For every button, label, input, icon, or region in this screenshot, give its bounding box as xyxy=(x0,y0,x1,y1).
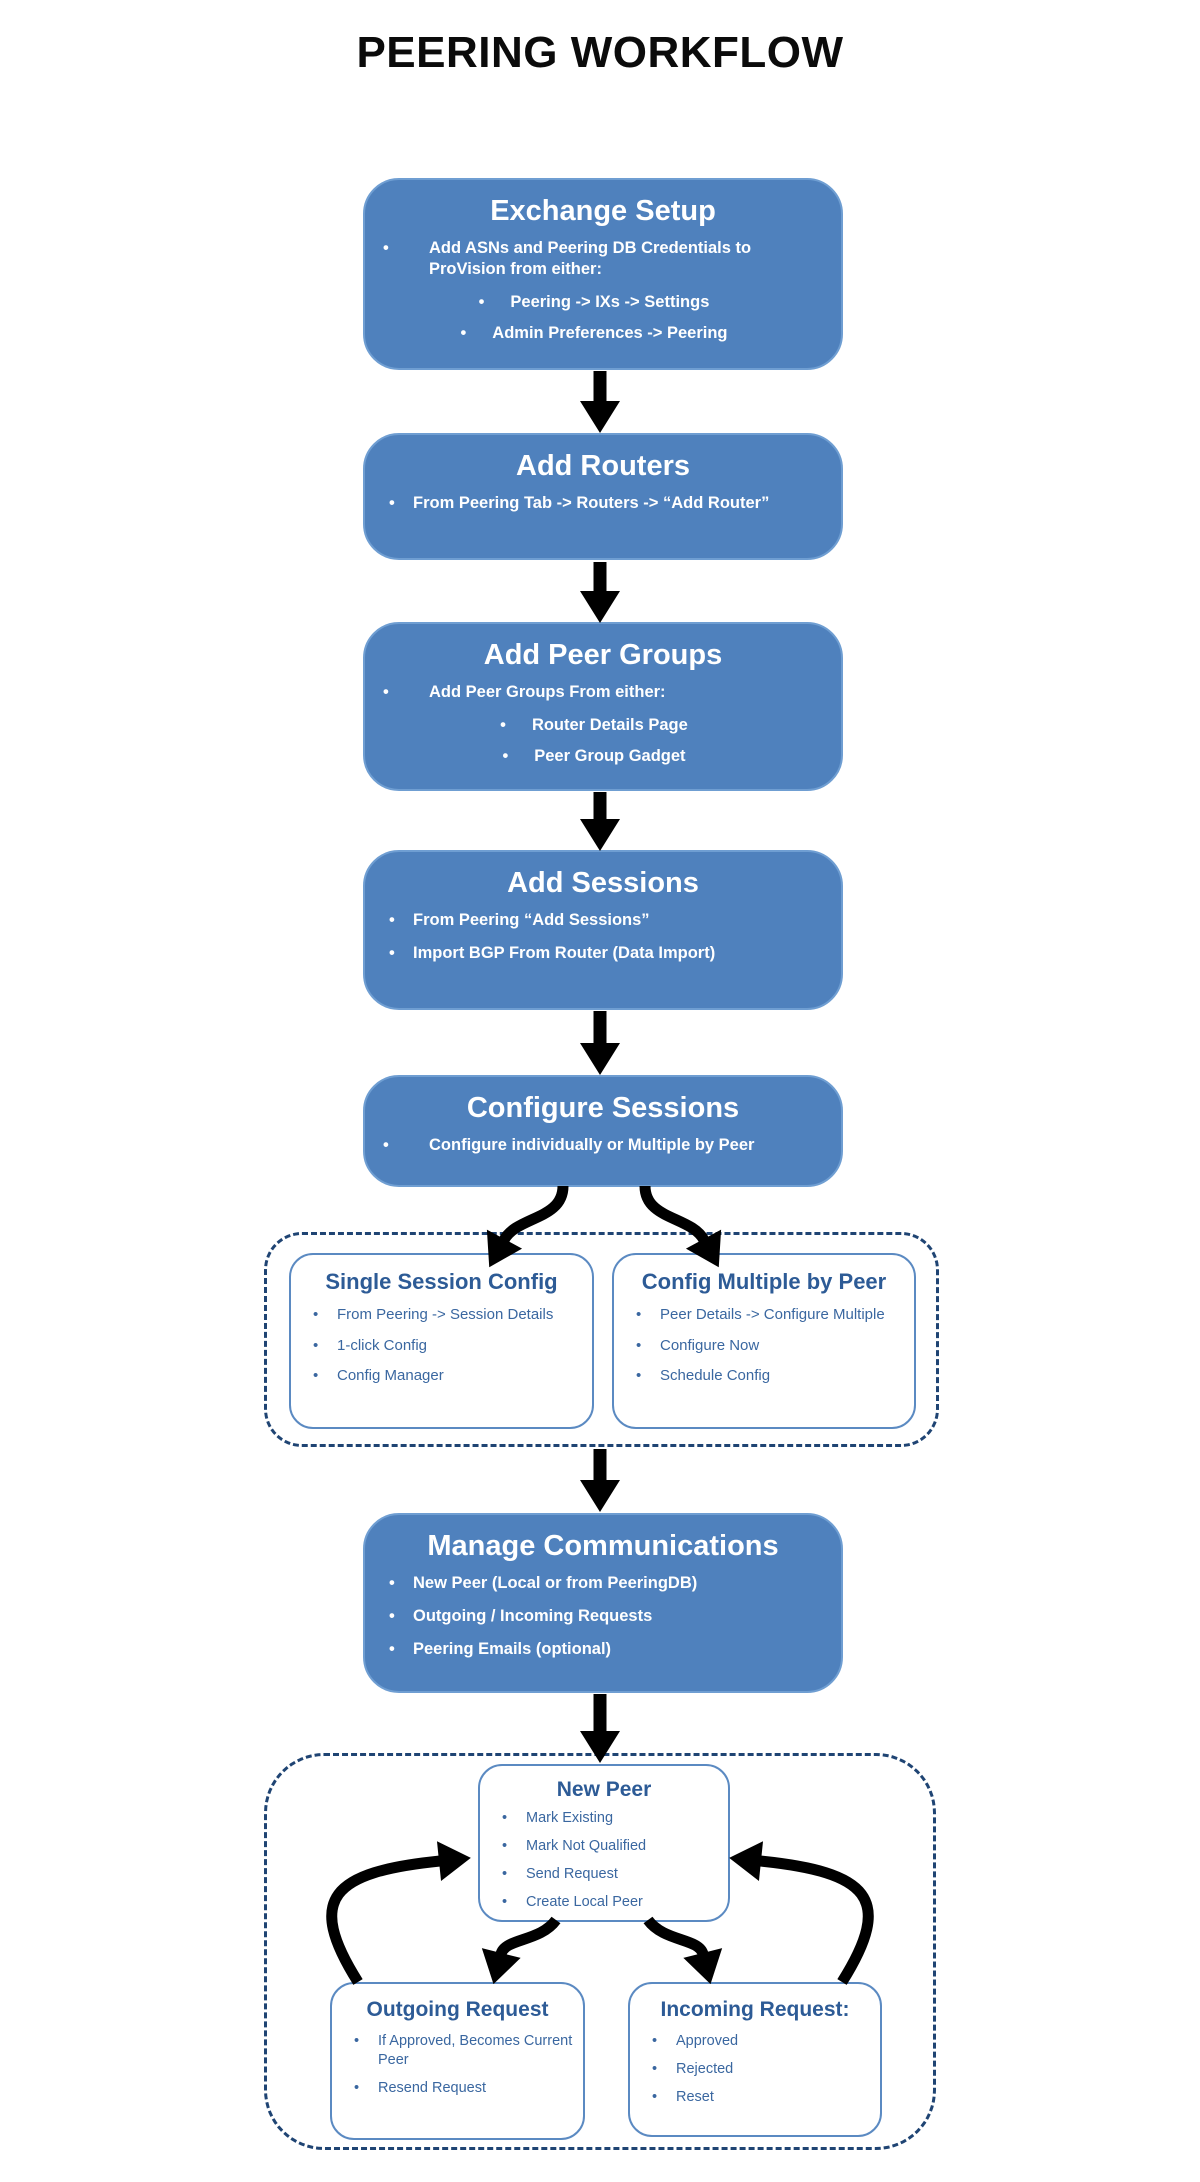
box-heading: Incoming Request: xyxy=(660,1998,850,2021)
bullet-item: Add ASNs and Peering DB Credentials to P… xyxy=(365,238,823,280)
bullet-item: From Peering -> Session Details xyxy=(291,1305,582,1325)
sub-bullet-item: Router Details Page xyxy=(365,715,823,736)
box-heading: Add Peer Groups xyxy=(483,639,723,671)
outgoing-request-box: Outgoing Request If Approved, Becomes Cu… xyxy=(330,1982,585,2140)
bullet-item: From Peering “Add Sessions” xyxy=(365,910,823,931)
box-heading: New Peer xyxy=(556,1778,652,1801)
exchange-setup-box: Exchange Setup Add ASNs and Peering DB C… xyxy=(363,178,843,370)
bullet-item: Config Manager xyxy=(291,1366,582,1386)
sub-bullet-item: Peering -> IXs -> Settings xyxy=(365,292,823,313)
bullet-item: Peer Details -> Configure Multiple xyxy=(614,1305,904,1325)
box-heading: Add Routers xyxy=(516,450,690,482)
bullet-item: Mark Existing xyxy=(480,1809,718,1828)
session-config-group xyxy=(264,1232,939,1447)
configure-sessions-box: Configure Sessions Configure individuall… xyxy=(363,1075,843,1187)
bullet-item: 1-click Config xyxy=(291,1336,582,1356)
single-session-config-box: Single Session Config From Peering -> Se… xyxy=(289,1253,594,1429)
bullet-item: Send Request xyxy=(480,1865,718,1884)
page-title: PEERING WORKFLOW xyxy=(356,28,844,77)
bullet-item: Outgoing / Incoming Requests xyxy=(365,1606,823,1627)
bullet-item: New Peer (Local or from PeeringDB) xyxy=(365,1573,823,1594)
bullet-item: Add Peer Groups From either: xyxy=(365,682,823,703)
box-heading: Config Multiple by Peer xyxy=(641,1269,887,1294)
bullet-item: Import BGP From Router (Data Import) xyxy=(365,943,823,964)
bullet-item: Rejected xyxy=(630,2060,870,2079)
bullet-item: Create Local Peer xyxy=(480,1893,718,1912)
bullet-item: Schedule Config xyxy=(614,1366,904,1386)
box-heading: Outgoing Request xyxy=(366,1998,549,2021)
config-multiple-by-peer-box: Config Multiple by Peer Peer Details -> … xyxy=(612,1253,916,1429)
box-heading: Exchange Setup xyxy=(490,195,716,227)
new-peer-box: New Peer Mark Existing Mark Not Qualifie… xyxy=(478,1764,730,1922)
add-routers-box: Add Routers From Peering Tab -> Routers … xyxy=(363,433,843,560)
bullet-item: Peering Emails (optional) xyxy=(365,1639,823,1660)
bullet-item: Resend Request xyxy=(332,2079,573,2098)
bullet-item: Configure Now xyxy=(614,1336,904,1356)
add-sessions-box: Add Sessions From Peering “Add Sessions”… xyxy=(363,850,843,1010)
manage-communications-box: Manage Communications New Peer (Local or… xyxy=(363,1513,843,1693)
sub-bullet-item: Admin Preferences -> Peering xyxy=(365,323,823,344)
add-peer-groups-box: Add Peer Groups Add Peer Groups From eit… xyxy=(363,622,843,791)
incoming-request-box: Incoming Request: Approved Rejected Rese… xyxy=(628,1982,882,2137)
box-heading: Manage Communications xyxy=(427,1530,779,1562)
box-heading: Add Sessions xyxy=(507,867,699,899)
bullet-item: Configure individually or Multiple by Pe… xyxy=(365,1135,823,1156)
bullet-item: Approved xyxy=(630,2032,870,2051)
sub-bullet-item: Peer Group Gadget xyxy=(365,746,823,767)
bullet-item: From Peering Tab -> Routers -> “Add Rout… xyxy=(365,493,823,514)
box-heading: Configure Sessions xyxy=(466,1092,740,1124)
bullet-item: Reset xyxy=(630,2088,870,2107)
bullet-item: If Approved, Becomes Current Peer xyxy=(332,2032,573,2070)
box-heading: Single Session Config xyxy=(325,1269,558,1294)
bullet-item: Mark Not Qualified xyxy=(480,1837,718,1856)
